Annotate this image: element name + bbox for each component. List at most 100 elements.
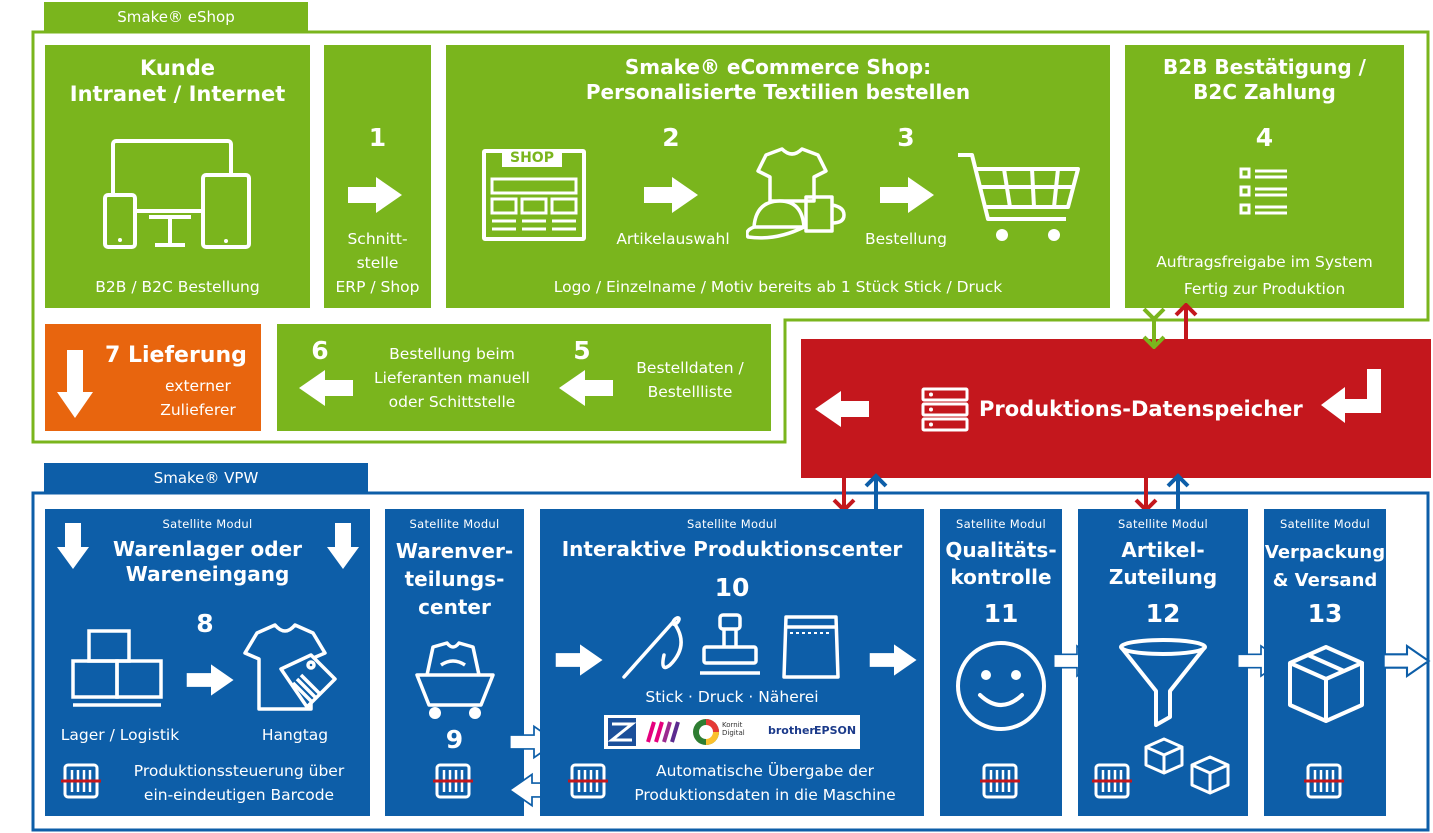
ecommerce-caption: Logo / Einzelname / Motiv bereits ab 1 S… — [553, 278, 1003, 296]
funnel-icon — [1119, 638, 1207, 727]
needle-thread-icon — [622, 615, 683, 679]
zsk-logo — [608, 718, 636, 746]
barcode-caption-line-1: Produktionssteuerung über — [133, 762, 345, 780]
step-number-4: 4 — [1255, 123, 1274, 152]
produktion-transfer-line-2: Produktionsdaten in die Maschine — [634, 786, 896, 805]
datenspeicher-title: Produktions-Datenspeicher — [979, 397, 1303, 421]
qualitaet-title-line-1: Qualitäts- — [945, 538, 1057, 562]
ecommerce-title: Smake® eCommerce Shop: Personalisierte T… — [446, 55, 1110, 105]
verteilung-box: Satellite Modul Warenver- teilungs- cent… — [385, 509, 524, 816]
step-number-8: 8 — [196, 609, 214, 638]
eshop-tab: Smake® eShop — [44, 2, 308, 32]
qualitaet-title: Qualitäts- kontrolle — [940, 537, 1062, 591]
ecommerce-title-line-1: Smake® eCommerce Shop: — [624, 55, 932, 79]
arrow-down-icon — [57, 523, 89, 569]
hangtag-label: Hangtag — [261, 726, 329, 744]
arrow-left-icon — [559, 370, 613, 406]
arrow-right-icon — [869, 644, 917, 676]
warenlager-title-line-1: Warenlager oder — [112, 537, 303, 561]
arrow-right-icon — [186, 664, 234, 696]
b2b-title: B2B Bestätigung / B2C Zahlung — [1125, 55, 1404, 105]
kornit-logo-icon — [693, 719, 719, 745]
produktion-transfer-line-1: Automatische Übergabe der — [655, 762, 875, 780]
barcode-scanner-icon — [568, 763, 608, 799]
eshop-tab-label: Smake® eShop — [117, 8, 235, 26]
warenlager-box: Satellite Modul Warenlager oder Warenein… — [45, 509, 370, 816]
artikel-title-line-1: Artikel- — [1121, 538, 1205, 562]
arrow-right-icon — [644, 177, 698, 213]
verteilung-title-line-1: Warenver- — [395, 539, 514, 563]
return-arrow-icon — [1321, 369, 1381, 423]
cart-clothes-icon — [415, 641, 495, 719]
b2b-caption-line-2: Fertig zur Produktion — [1183, 280, 1346, 299]
kornit-logo: Kornit Digital — [722, 721, 745, 738]
devices-icon — [103, 139, 251, 249]
kunde-title: Kunde Intranet / Internet — [45, 55, 310, 108]
artikelauswahl-label: Artikelauswahl — [616, 230, 730, 248]
vpw-tab: Smake® VPW — [44, 463, 368, 493]
b2b-caption: Auftragsfreigabe im System Fertig zur Pr… — [1125, 249, 1404, 303]
arrow-right-outline-icon — [1382, 644, 1431, 678]
schnittstelle-box: 1 Schnitt- stelle ERP / Shop — [324, 45, 431, 308]
step-number-12: 12 — [1145, 599, 1181, 628]
arrow-right-icon — [880, 177, 934, 213]
verteilung-title-line-3: center — [418, 595, 491, 619]
vpw-frame — [31, 491, 1430, 832]
step-number-7: 7 — [105, 343, 121, 368]
barcode-caption: Produktionssteuerung über ein-eindeutige… — [111, 759, 367, 807]
flow-arrows-top — [1142, 303, 1198, 349]
step-number-13: 13 — [1307, 599, 1343, 628]
lieferung-caption-line-2: Zulieferer — [160, 401, 236, 420]
kunde-title-line-2: Intranet / Internet — [69, 82, 286, 107]
lieferanten-line-1: Bestellung beim — [389, 345, 515, 363]
satellite-label: Satellite Modul — [687, 517, 777, 531]
lieferanten-line-3: oder Schittstelle — [388, 393, 516, 412]
arrow-down-icon — [57, 350, 93, 418]
schnittstelle-line-2: stelle — [356, 254, 399, 273]
lieferanten-caption: Bestellung beim Lieferanten manuell oder… — [357, 342, 547, 414]
lieferanten-box: 6 Bestellung beim Lieferanten manuell od… — [277, 324, 771, 431]
small-boxes-icon — [1144, 737, 1230, 795]
ecommerce-box: Smake® eCommerce Shop: Personalisierte T… — [446, 45, 1110, 308]
step-number-3: 3 — [897, 123, 915, 152]
brand-logo-strip: Kornit Digital brother EPSON — [604, 715, 860, 749]
warenlager-title-line-2: Wareneingang — [125, 562, 290, 586]
artikel-title-line-2: Zuteilung — [1108, 565, 1218, 589]
flow-arrows-mid-right — [1134, 473, 1190, 513]
hangtag-shirt-icon — [243, 623, 337, 711]
arrow-down-icon — [327, 523, 359, 569]
boxes-icon — [71, 629, 163, 707]
satellite-label: Satellite Modul — [409, 517, 500, 531]
barcode-scanner-icon — [61, 763, 101, 799]
schnittstelle-line-1: Schnitt- — [347, 230, 408, 248]
arrow-right-icon — [348, 177, 402, 213]
produktion-box: Satellite Modul Interaktive Produktionsc… — [540, 509, 924, 816]
verpackung-title: Verpackung & Versand — [1264, 539, 1386, 595]
bag-icon — [782, 615, 840, 679]
verpackung-title-line-2: & Versand — [1272, 569, 1378, 591]
package-icon — [1288, 645, 1364, 723]
produktion-transfer-caption: Automatische Übergabe der Produktionsdat… — [612, 759, 918, 807]
warenlager-title: Warenlager oder Wareneingang — [45, 537, 370, 587]
lieferung-title-label: Lieferung — [127, 343, 247, 368]
step-number-1: 1 — [368, 123, 387, 152]
epson-logo: EPSON — [814, 724, 857, 737]
arrow-right-icon — [555, 644, 603, 676]
qualitaet-box: Satellite Modul Qualitäts- kontrolle 11 — [940, 509, 1062, 816]
bestellung-label: Bestellung — [865, 230, 947, 248]
shop-window-icon: SHOP — [482, 149, 586, 241]
stamp-icon — [700, 613, 760, 675]
produktion-caption: Stick · Druck · Näherei — [645, 688, 819, 706]
barcode-scanner-icon — [1304, 763, 1344, 799]
arrow-left-icon — [299, 370, 353, 406]
b2b-title-line-1: B2B Bestätigung / — [1163, 55, 1366, 79]
lieferung-caption-line-1: externer — [165, 377, 231, 395]
barcode-caption-line-2: ein-eindeutigen Barcode — [143, 786, 335, 805]
kunde-box: Kunde Intranet / Internet B2B / B2C Best… — [45, 45, 310, 308]
barcode-scanner-icon — [1092, 763, 1132, 799]
artikel-box: Satellite Modul Artikel- Zuteilung 12 — [1078, 509, 1248, 816]
step-number-5: 5 — [573, 336, 591, 365]
datenspeicher-box: Produktions-Datenspeicher — [801, 339, 1431, 478]
shopping-cart-icon — [958, 153, 1080, 241]
smiley-icon — [956, 641, 1046, 731]
